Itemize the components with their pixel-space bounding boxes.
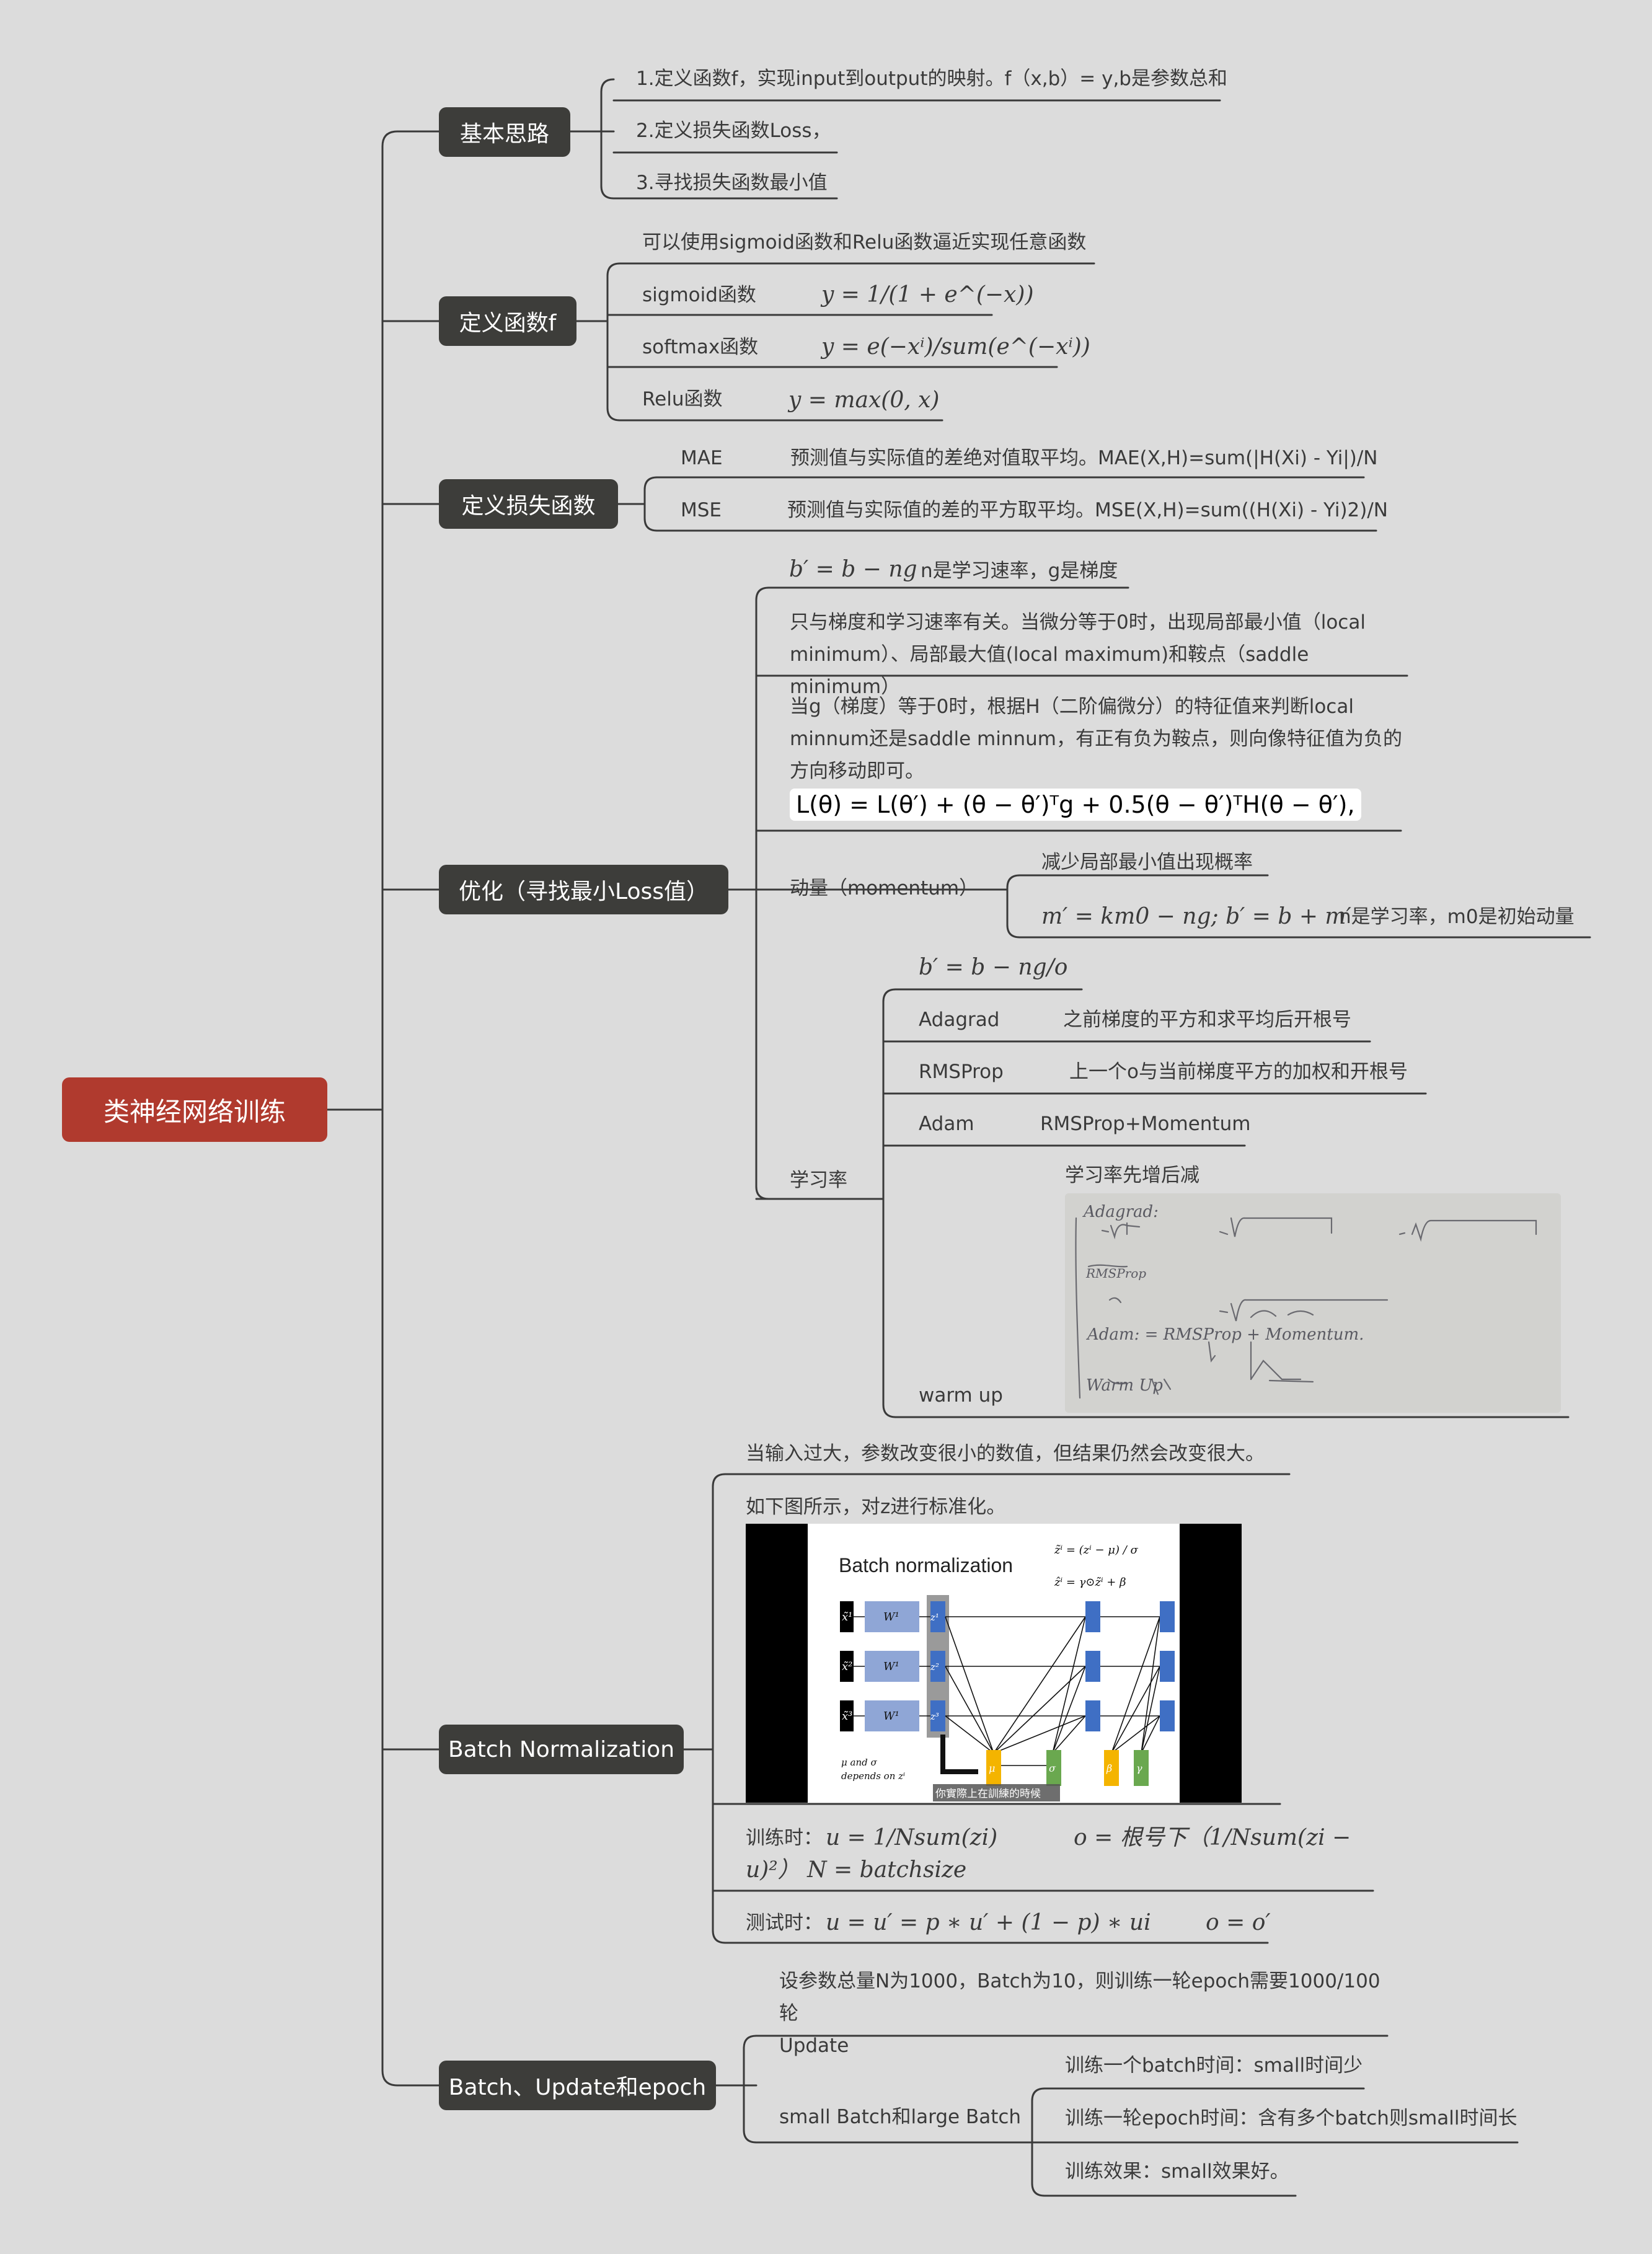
bn-mu: μ xyxy=(989,1762,995,1774)
bn-weight-1: W¹ xyxy=(883,1611,899,1624)
bn-slide-formula-2: ẑⁱ = γ⊙z̃ⁱ + β xyxy=(1054,1576,1126,1589)
bn-note-line-1: μ and σ xyxy=(841,1757,877,1768)
bn-train-std: o = 根号下（1/Nsum(zi − xyxy=(1074,1825,1351,1850)
adam-desc: RMSProp+Momentum xyxy=(1040,1113,1251,1135)
basic-idea-step-2: 2.定义损失函数Loss， xyxy=(636,120,831,142)
learning-rate-formula: b′ = b − ng/o xyxy=(919,955,1068,980)
batch-normalization-slide: Batch normalization z̃ⁱ = (zⁱ − μ) / σ ẑ… xyxy=(746,1524,1242,1803)
bn-intro-text: 如下图所示，对z进行标准化。 xyxy=(746,1496,1006,1518)
softmax-label: softmax函数 xyxy=(642,336,759,358)
learning-rate-label[interactable]: 学习率 xyxy=(790,1169,847,1191)
bn-input-1: x̃¹ xyxy=(842,1611,852,1624)
bn-slide-caption: 你實際上在訓練的時候 xyxy=(935,1788,1041,1800)
mae-description: 预测值与实际值的差绝对值取平均。MAE(X,H)=sum(|H(Xi) - Yi… xyxy=(790,447,1378,469)
bn-train-prefix: 训练时： xyxy=(746,1827,823,1849)
rmsprop-desc: 上一个o与当前梯度平方的加权和开根号 xyxy=(1069,1061,1408,1083)
function-intro: 可以使用sigmoid函数和Relu函数逼近实现任意函数 xyxy=(642,231,1087,254)
bn-z-3: z³ xyxy=(930,1711,939,1722)
gradient-descent-formula: b′ = b − ng xyxy=(789,557,917,582)
softmax-formula: y = e(−xⁱ)/sum(e^(−xⁱ)) xyxy=(821,334,1090,360)
momentum-note: n是学习率，m0是初始动量 xyxy=(1339,906,1575,928)
warmup-desc: 学习率先增后减 xyxy=(1065,1164,1199,1187)
basic-idea-step-1: 1.定义函数f，实现input到output的映射。f（x,b）= y,b是参数… xyxy=(636,68,1227,90)
branch-optimization[interactable]: 优化（寻找最小Loss值） xyxy=(439,865,728,914)
bn-z-1: z¹ xyxy=(930,1612,939,1623)
training-effect-comparison: 训练效果：small效果好。 xyxy=(1065,2160,1289,2183)
adam-label: Adam xyxy=(919,1113,974,1135)
gradient-descent-note: n是学习速率，g是梯度 xyxy=(921,560,1118,582)
handwritten-notes-drawing: Adagrad: RMSProp Adam: = RMSProp + Momen… xyxy=(1065,1193,1561,1413)
bn-slide-title: Batch normalization xyxy=(839,1554,1013,1576)
bn-test-std: o = o′ xyxy=(1206,1910,1271,1935)
branch-define-loss[interactable]: 定义损失函数 xyxy=(439,479,618,529)
basic-idea-step-3: 3.寻找损失函数最小值 xyxy=(636,172,828,194)
saddle-point-text: 当g（梯度）等于0时，根据H（二阶偏微分）的特征值来判断local minnum… xyxy=(790,696,1402,782)
branch-define-function[interactable]: 定义函数f xyxy=(439,296,576,346)
adagrad-label: Adagrad xyxy=(919,1009,1000,1031)
epoch-time-comparison: 训练一轮epoch时间：含有多个batch则small时间长 xyxy=(1065,2107,1517,2129)
bn-input-3: x̃³ xyxy=(842,1710,852,1723)
taylor-expansion-formula: L(θ) = L(θ′) + (θ − θ′)ᵀg + 0.5(θ − θ′)ᵀ… xyxy=(790,789,1361,821)
sigmoid-formula: y = 1/(1 + e^(−x)) xyxy=(821,282,1034,307)
bn-input-2: x̃² xyxy=(842,1660,852,1673)
batch-time-comparison: 训练一个batch时间：small时间少 xyxy=(1065,2054,1363,2077)
mae-label: MAE xyxy=(681,447,723,469)
relu-formula: y = max(0, x) xyxy=(788,387,940,413)
branch-basic-idea[interactable]: 基本思路 xyxy=(439,107,570,157)
momentum-purpose: 减少局部最小值出现概率 xyxy=(1041,851,1253,873)
note-adagrad: Adagrad: xyxy=(1082,1203,1159,1221)
bn-test-prefix: 测试时： xyxy=(746,1912,823,1934)
note-adam: Adam: = RMSProp + Momentum. xyxy=(1086,1325,1364,1344)
bn-note-line-2: depends on zⁱ xyxy=(841,1770,905,1782)
bn-sigma: σ xyxy=(1049,1762,1056,1774)
root-node[interactable]: 类神经网络训练 xyxy=(62,1077,327,1142)
local-minimum-text: 只与梯度和学习速率有关。当微分等于0时，出现局部最小值（local minimu… xyxy=(790,611,1366,698)
adagrad-desc: 之前梯度的平方和求平均后开根号 xyxy=(1063,1009,1351,1031)
epoch-calculation-text: 设参数总量N为1000，Batch为10，则训练一轮epoch需要1000/10… xyxy=(779,1970,1380,2057)
handwritten-notes-image: Adagrad: RMSProp Adam: = RMSProp + Momen… xyxy=(1065,1193,1561,1413)
mse-label: MSE xyxy=(681,499,722,521)
bn-problem-text: 当输入过大，参数改变很小的数值，但结果仍然会改变很大。 xyxy=(746,1443,1265,1465)
rmsprop-label: RMSProp xyxy=(919,1061,1004,1083)
bn-test-mean: u = u′ = p ∗ u′ + (1 − p) ∗ ui xyxy=(826,1910,1151,1935)
bn-gamma: γ xyxy=(1136,1762,1142,1774)
note-warmup: Warm Up xyxy=(1086,1376,1163,1395)
bn-slide-formula-1: z̃ⁱ = (zⁱ − μ) / σ xyxy=(1054,1544,1139,1557)
bn-train-mean: u = 1/Nsum(zi) xyxy=(826,1825,998,1850)
bn-weight-3: W¹ xyxy=(883,1710,899,1723)
branch-batch-update-epoch[interactable]: Batch、Update和epoch xyxy=(439,2061,716,2110)
relu-label: Relu函数 xyxy=(642,388,723,410)
bn-slide-drawing: Batch normalization z̃ⁱ = (zⁱ − μ) / σ ẑ… xyxy=(808,1524,1180,1803)
note-rmsprop: RMSProp xyxy=(1085,1266,1146,1281)
warmup-label: warm up xyxy=(919,1384,1003,1407)
branch-batch-normalization[interactable]: Batch Normalization xyxy=(439,1725,684,1774)
momentum-label[interactable]: 动量（momentum） xyxy=(790,877,979,899)
bn-train-batchsize: u)²） N = batchsize xyxy=(746,1857,967,1883)
bn-z-2: z² xyxy=(930,1661,939,1673)
bn-weight-2: W¹ xyxy=(883,1660,899,1673)
small-vs-large-batch-label[interactable]: small Batch和large Batch xyxy=(779,2106,1022,2128)
mse-description: 预测值与实际值的差的平方取平均。MSE(X,H)=sum((H(Xi) - Yi… xyxy=(787,499,1388,521)
bn-beta: β xyxy=(1106,1762,1112,1774)
sigmoid-label: sigmoid函数 xyxy=(642,284,756,306)
momentum-formula: m′ = km0 − ng; b′ = b + m′ xyxy=(1041,904,1351,929)
